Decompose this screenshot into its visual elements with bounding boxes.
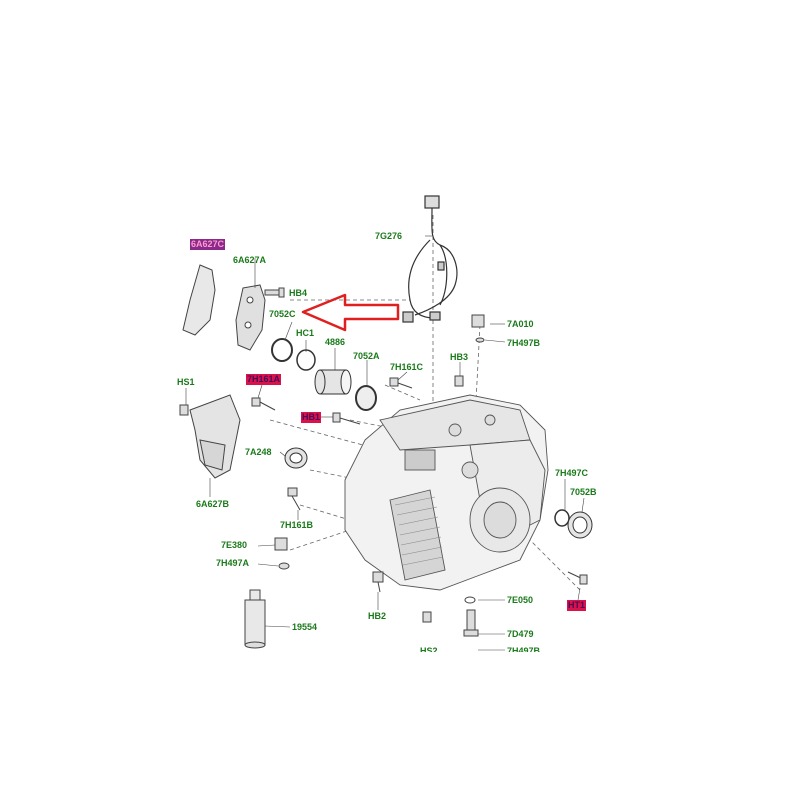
label-7E050: 7E050: [507, 595, 534, 605]
bolt-HB2: [372, 571, 384, 593]
label-7H161C: 7H161C: [390, 362, 424, 372]
label-HT1: HT1: [567, 600, 587, 611]
label-7H497B-bottom: 7H497B: [507, 646, 541, 652]
label-HB3: HB3: [450, 352, 469, 362]
bolt-HB3: [454, 375, 464, 387]
label-7H497B-top: 7H497B: [507, 338, 541, 348]
label-HB2: HB2: [368, 611, 387, 621]
label-HC1: HC1: [296, 328, 315, 338]
label-6A627B: 6A627B: [196, 499, 230, 509]
fluid-bottle-19554: [244, 589, 266, 649]
circlip-HC1: [296, 349, 316, 371]
bolt-7H161A: [251, 397, 276, 411]
seal-7H497C: [554, 509, 570, 527]
ring-7A248: [284, 447, 308, 469]
plug-7E380: [274, 537, 290, 570]
label-7052B: 7052B: [570, 487, 597, 497]
label-6A627A: 6A627A: [233, 255, 267, 265]
bracket-6A627C: [182, 264, 216, 336]
label-6A627C: 6A627C: [190, 239, 226, 250]
label-7052A: 7052A: [353, 351, 380, 361]
bolt-HB1: [332, 412, 361, 425]
bolt-HS1: [179, 404, 189, 416]
transmission-housing: [344, 394, 549, 591]
seal-7052B: [567, 511, 593, 539]
shaft-4886: [314, 369, 352, 395]
bolt-HS2: [422, 611, 432, 623]
label-7D479: 7D479: [507, 629, 534, 639]
label-19554: 19554: [292, 622, 318, 632]
label-HB1: HB1: [301, 412, 322, 423]
seal-7052A: [355, 385, 377, 411]
label-7E380: 7E380: [221, 540, 248, 550]
label-7H497A: 7H497A: [216, 558, 250, 568]
label-7G276: 7G276: [375, 231, 403, 241]
label-7H497C: 7H497C: [555, 468, 589, 478]
oring-7E050: [464, 596, 476, 604]
bracket-6A627A: [235, 284, 266, 351]
label-HS1: HS1: [177, 377, 195, 387]
label-4886: 4886: [325, 337, 346, 347]
bracket-6A627B: [189, 394, 241, 479]
label-7052C: 7052C: [269, 309, 296, 319]
label-7A010: 7A010: [507, 319, 534, 329]
plug-7D479: [463, 609, 479, 637]
red-arrow: [301, 293, 400, 332]
label-7H161A: 7H161A: [246, 374, 282, 385]
label-7H161B: 7H161B: [280, 520, 314, 530]
bolt-7H161C: [389, 377, 413, 389]
bolt-7H161B: [287, 487, 301, 511]
label-leaders: [185, 235, 585, 651]
bolt-HT1: [567, 571, 588, 585]
bolt-HB4: [264, 287, 285, 298]
seal-7052C: [271, 338, 293, 362]
label-7A248: 7A248: [245, 447, 272, 457]
wire-harness: [402, 195, 458, 323]
label-HS2: HS2: [420, 646, 438, 652]
plug-7A010: [471, 314, 485, 343]
label-HB4: HB4: [289, 288, 308, 298]
